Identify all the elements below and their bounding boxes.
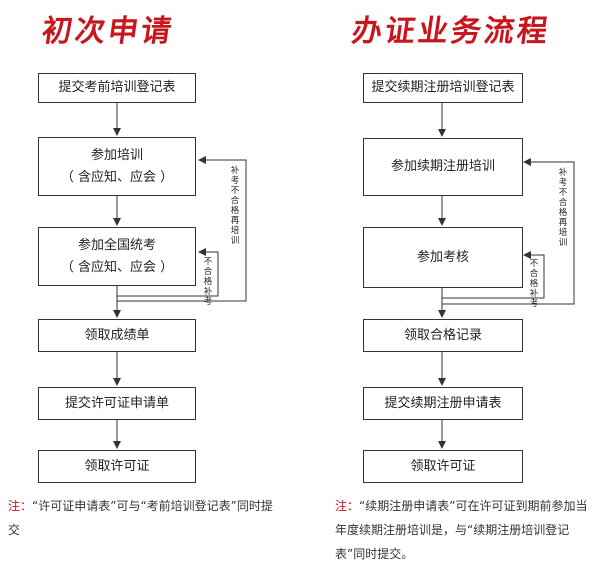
left-step-1: 提交考前培训登记表 bbox=[38, 73, 196, 103]
left-loop-inner bbox=[117, 248, 219, 297]
left-step-3: 参加全国统考 （ 含应知、应会 ） bbox=[38, 227, 196, 286]
right-step-1: 提交续期注册培训登记表 bbox=[363, 73, 523, 103]
left-step-4: 领取成绩单 bbox=[38, 319, 196, 352]
left-loop-outer bbox=[117, 156, 247, 302]
right-step-4: 领取合格记录 bbox=[363, 319, 523, 352]
right-step-2: 参加续期注册培训 bbox=[363, 138, 523, 196]
right-loop-inner bbox=[442, 251, 545, 299]
right-note-prefix: 注： bbox=[335, 499, 360, 513]
left-step-2: 参加培训 （ 含应知、应会 ） bbox=[38, 137, 196, 196]
left-note-text: “许可证申请表”可与“考前培训登记表”同时提交 bbox=[8, 499, 273, 537]
right-step-3: 参加考核 bbox=[363, 227, 523, 288]
right-step-6: 领取许可证 bbox=[363, 450, 523, 483]
right-note: 注：“续期注册申请表”可在许可证到期前参加当年度续期注册培训是，与“续期注册培训… bbox=[335, 494, 597, 566]
right-loop-outer-label: 补考不合格再培训 bbox=[558, 168, 568, 248]
right-loop-outer bbox=[442, 158, 575, 305]
left-note: 注：“许可证申请表”可与“考前培训登记表”同时提交 bbox=[8, 494, 276, 542]
left-step-6: 领取许可证 bbox=[38, 450, 196, 483]
left-loop-inner-label: 不合格补考 bbox=[203, 257, 213, 307]
left-step-5: 提交许可证申请单 bbox=[38, 387, 196, 420]
left-note-prefix: 注： bbox=[8, 499, 33, 513]
left-loop-outer-label: 补考不合格再培训 bbox=[230, 166, 240, 246]
right-note-text: “续期注册申请表”可在许可证到期前参加当年度续期注册培训是，与“续期注册培训登记… bbox=[335, 499, 588, 561]
right-step-5: 提交续期注册申请表 bbox=[363, 387, 523, 420]
right-loop-inner-label: 不合格补考 bbox=[529, 259, 539, 309]
